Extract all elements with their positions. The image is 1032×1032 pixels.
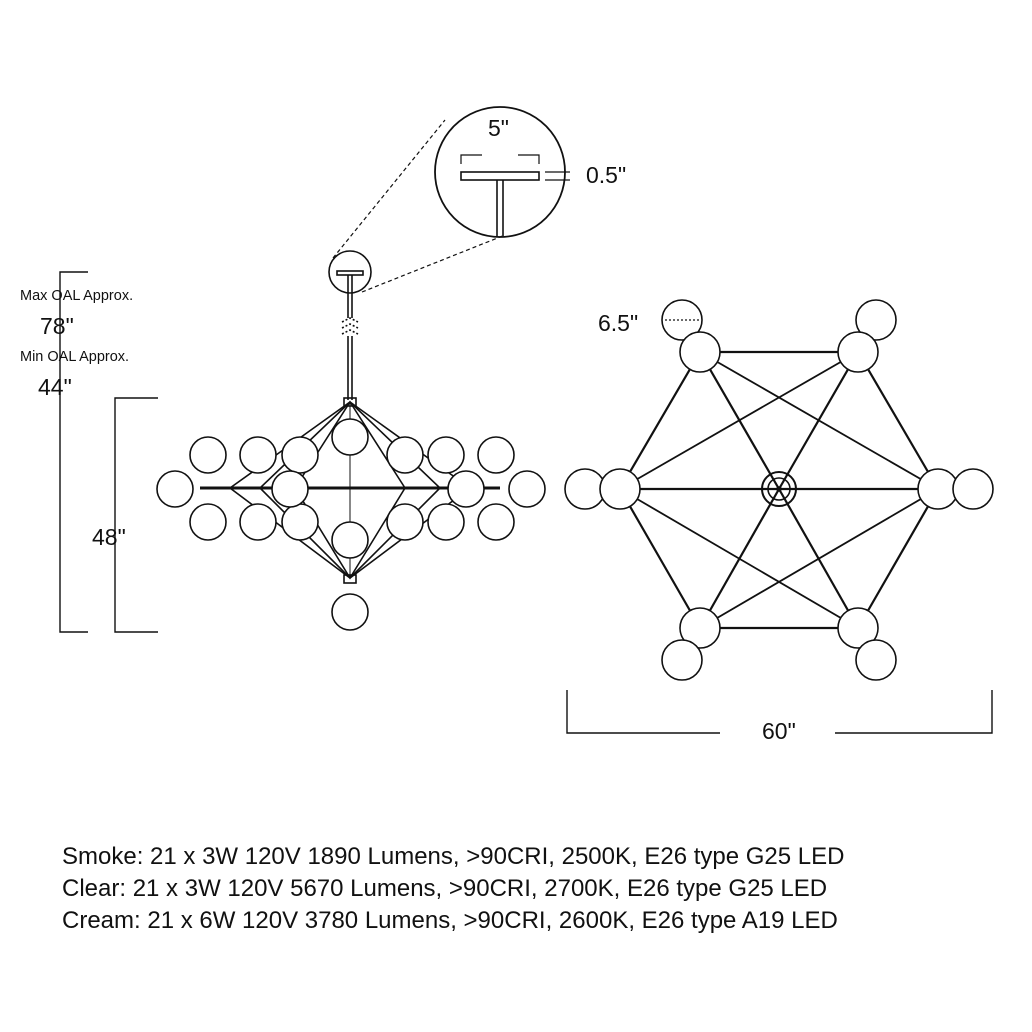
canopy-width-value: 5" bbox=[488, 115, 509, 141]
spec-cream: Cream: 21 x 6W 120V 3780 Lumens, >90CRI,… bbox=[62, 907, 838, 934]
height-dimension-lines bbox=[59, 271, 158, 633]
globe bbox=[952, 468, 994, 510]
canopy-detail-callout bbox=[328, 250, 372, 294]
globe bbox=[679, 331, 721, 373]
globe bbox=[661, 639, 703, 681]
frame-arm bbox=[619, 488, 701, 629]
canopy-plate bbox=[460, 171, 540, 181]
globe bbox=[447, 470, 485, 508]
frame-arm bbox=[857, 351, 939, 490]
body-height-value: 48" bbox=[92, 524, 126, 550]
max-oal-label: Max OAL Approx. bbox=[20, 288, 134, 304]
plan-view-globes bbox=[564, 299, 994, 681]
globe bbox=[281, 436, 319, 474]
globe bbox=[281, 503, 319, 541]
spec-clear: Clear: 21 x 3W 120V 5670 Lumens, >90CRI,… bbox=[62, 875, 828, 902]
globe bbox=[837, 607, 879, 649]
frame-arm bbox=[857, 488, 939, 629]
oal-dimension-line bbox=[59, 271, 88, 633]
canopy-thickness-value: 0.5" bbox=[586, 162, 627, 188]
globe bbox=[331, 593, 369, 631]
globe bbox=[427, 436, 465, 474]
plan-frame bbox=[619, 350, 939, 630]
globe bbox=[239, 503, 277, 541]
side-elevation bbox=[59, 119, 546, 633]
globe bbox=[477, 436, 515, 474]
plan-view bbox=[564, 299, 994, 734]
max-oal-value: 78" bbox=[40, 313, 74, 339]
frame-arm bbox=[619, 488, 859, 629]
globe bbox=[679, 607, 721, 649]
globe bbox=[386, 436, 424, 474]
center-hub bbox=[761, 471, 797, 507]
globe bbox=[239, 436, 277, 474]
frame-arm bbox=[699, 351, 939, 490]
width-dimension-line bbox=[566, 690, 720, 734]
globe bbox=[427, 503, 465, 541]
spec-smoke: Smoke: 21 x 3W 120V 1890 Lumens, >90CRI,… bbox=[62, 843, 845, 870]
frame-arm bbox=[619, 351, 701, 490]
min-oal-value: 44" bbox=[38, 374, 72, 400]
globe bbox=[331, 418, 369, 456]
globe bbox=[508, 470, 546, 508]
globe bbox=[189, 503, 227, 541]
globe bbox=[477, 503, 515, 541]
rod-break bbox=[341, 317, 359, 335]
side-elevation-globes bbox=[156, 418, 546, 631]
globe bbox=[271, 470, 309, 508]
frame-arm bbox=[699, 488, 939, 629]
body-height-dimension-line bbox=[114, 397, 158, 633]
canopy-width-dim bbox=[460, 154, 482, 164]
min-oal-label: Min OAL Approx. bbox=[20, 349, 130, 365]
callout-leader bbox=[332, 119, 446, 259]
globe bbox=[599, 468, 641, 510]
globe bbox=[386, 503, 424, 541]
globe bbox=[331, 521, 369, 559]
frame-arm bbox=[619, 351, 859, 490]
overall-width-value: 60" bbox=[762, 718, 796, 744]
globe bbox=[855, 299, 897, 341]
globe-diameter-value: 6.5" bbox=[598, 310, 639, 336]
canopy-detail bbox=[434, 106, 570, 238]
globe bbox=[156, 470, 194, 508]
globe bbox=[837, 331, 879, 373]
globe bbox=[189, 436, 227, 474]
globe bbox=[564, 468, 606, 510]
globe bbox=[917, 468, 959, 510]
globe bbox=[855, 639, 897, 681]
